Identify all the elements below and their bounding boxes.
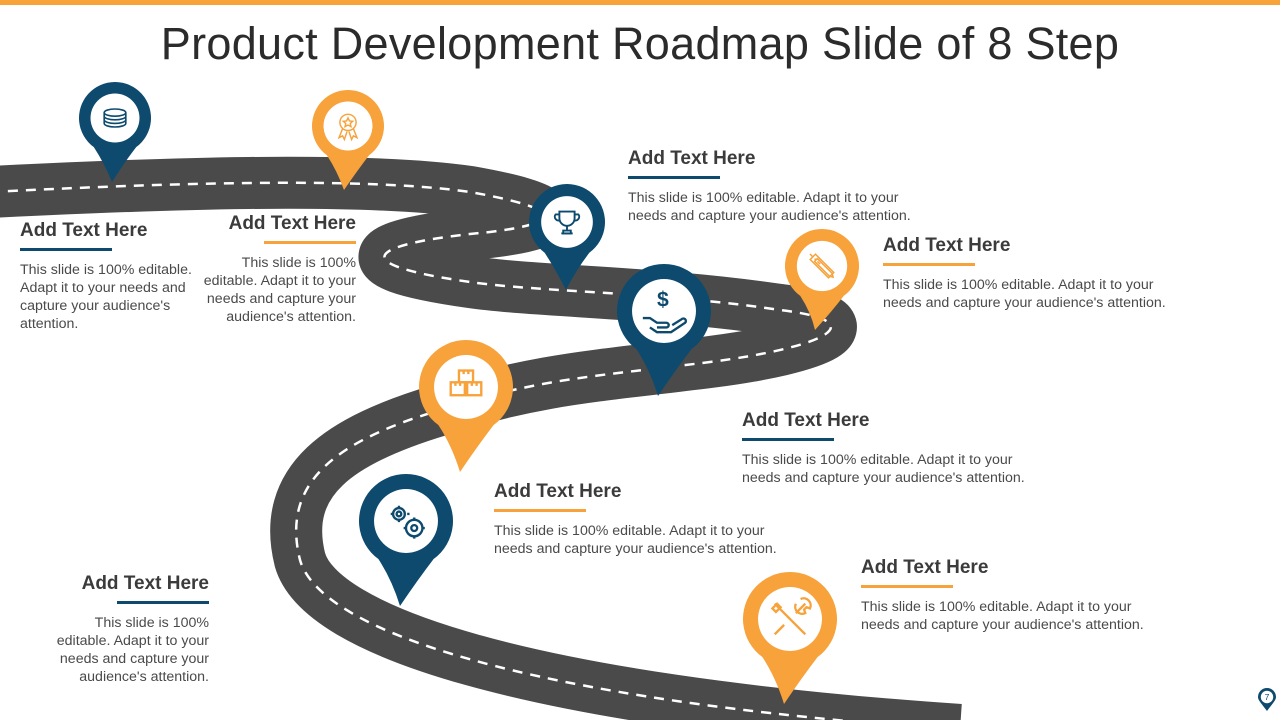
step-7-pin xyxy=(358,473,454,606)
step-2-pin xyxy=(312,90,385,190)
step-4-body: This slide is 100% editable. Adapt it to… xyxy=(883,277,1166,311)
top-accent-bar xyxy=(0,0,1280,5)
step-5-heading: Add Text Here xyxy=(742,410,870,431)
page-number: 7 xyxy=(1265,692,1270,702)
boxes-icon xyxy=(449,369,483,397)
step-3-pin xyxy=(529,183,605,290)
step-6-body: This slide is 100% editable. Adapt it to… xyxy=(494,523,777,557)
step-1-text: Add Text Here This slide is 100% editabl… xyxy=(20,220,195,333)
step-4-text: Add Text Here This slide is 100% editabl… xyxy=(883,235,1183,312)
step-4-heading: Add Text Here xyxy=(883,235,1011,256)
step-5-text: Add Text Here This slide is 100% editabl… xyxy=(742,410,1042,487)
step-7-pin-center xyxy=(374,489,438,553)
coins-icon xyxy=(103,108,127,128)
step-6-text: Add Text Here This slide is 100% editabl… xyxy=(494,481,794,558)
step-4-underline xyxy=(883,263,975,266)
step-5-underline xyxy=(742,438,834,441)
step-5-pin: $ xyxy=(616,264,711,396)
step-7-heading: Add Text Here xyxy=(81,573,209,594)
step-8-body: This slide is 100% editable. Adapt it to… xyxy=(861,599,1144,633)
step-1-body: This slide is 100% editable. Adapt it to… xyxy=(20,262,192,332)
step-1-heading: Add Text Here xyxy=(20,220,148,241)
step-2-body: This slide is 100% editable. Adapt it to… xyxy=(203,255,356,325)
step-4-pin-center xyxy=(796,240,848,292)
step-8-pin xyxy=(742,572,837,704)
trophy-icon xyxy=(553,210,581,235)
step-2-text: Add Text Here This slide is 100% editabl… xyxy=(192,213,356,326)
step-1-underline xyxy=(20,248,112,251)
step-3-heading: Add Text Here xyxy=(628,148,756,169)
gears-icon xyxy=(390,505,425,539)
step-8-underline xyxy=(861,585,953,588)
step-3-pin-center xyxy=(541,196,593,248)
step-8-heading: Add Text Here xyxy=(861,557,989,578)
page-number-badge: 7 xyxy=(1258,688,1276,711)
step-2-underline xyxy=(264,241,356,244)
tools-icon xyxy=(770,597,812,636)
pencil-ruler-icon xyxy=(809,253,835,279)
step-8-text: Add Text Here This slide is 100% editabl… xyxy=(861,557,1161,634)
step-3-text: Add Text Here This slide is 100% editabl… xyxy=(628,148,928,225)
step-4-pin xyxy=(785,229,859,330)
step-3-body: This slide is 100% editable. Adapt it to… xyxy=(628,190,911,224)
step-6-underline xyxy=(494,509,586,512)
svg-text:$: $ xyxy=(657,288,669,311)
step-1-pin xyxy=(79,82,151,182)
step-7-underline xyxy=(117,601,209,604)
step-2-pin-center xyxy=(323,101,373,151)
award-ribbon-icon xyxy=(337,113,359,142)
dollar-hand-icon: $ xyxy=(642,288,687,334)
step-6-heading: Add Text Here xyxy=(494,481,622,502)
step-2-heading: Add Text Here xyxy=(228,213,356,234)
step-7-text: Add Text Here This slide is 100% editabl… xyxy=(40,573,209,686)
step-6-pin xyxy=(419,340,514,472)
step-7-body: This slide is 100% editable. Adapt it to… xyxy=(56,615,209,685)
step-3-underline xyxy=(628,176,720,179)
step-1-pin-center xyxy=(90,93,140,143)
step-5-body: This slide is 100% editable. Adapt it to… xyxy=(742,452,1025,486)
slide-title: Product Development Roadmap Slide of 8 S… xyxy=(160,18,1120,69)
